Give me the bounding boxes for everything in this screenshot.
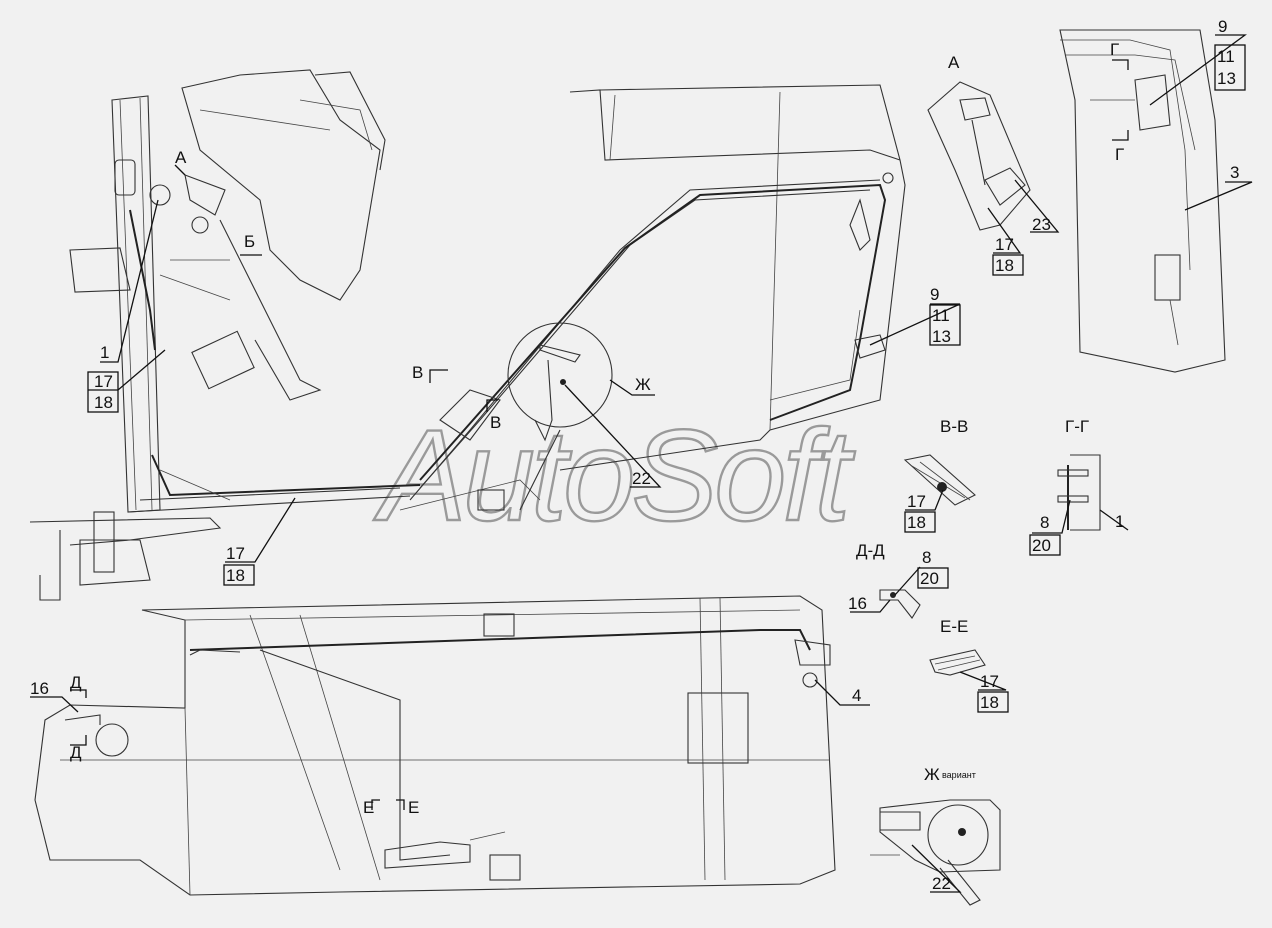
callout-20-gg: 20 bbox=[1032, 536, 1051, 555]
section-label-vv: В-В bbox=[940, 417, 968, 436]
callout-11-top: 11 bbox=[1217, 47, 1235, 66]
section-label-a-arrow: А bbox=[175, 148, 187, 167]
callout-18-vv: 18 bbox=[907, 513, 926, 532]
callout-18-floor: 18 bbox=[226, 566, 245, 585]
section-label-e-left: Е bbox=[363, 798, 374, 817]
section-label-ee: Е-Е bbox=[940, 617, 968, 636]
floor-view bbox=[34, 595, 836, 896]
section-labels: А А Б В В Ж В-В Г-Г Д-Д Е-Е Ж вариант Г … bbox=[70, 40, 1124, 817]
section-vv bbox=[903, 454, 976, 506]
callout-17-left: 17 bbox=[94, 372, 113, 391]
callout-18-detail-a: 18 bbox=[995, 256, 1014, 275]
section-label-a-main: А bbox=[948, 53, 960, 72]
section-label-d-bottom: Д bbox=[70, 743, 82, 762]
callout-13-mid: 13 bbox=[932, 327, 951, 346]
cab-right-view bbox=[399, 84, 906, 511]
section-label-e-right: Е bbox=[408, 798, 419, 817]
section-label-gg: Г-Г bbox=[1065, 417, 1089, 436]
callout-18-ee: 18 bbox=[980, 693, 999, 712]
callout-17-vv: 17 bbox=[907, 492, 926, 511]
callout-1: 1 bbox=[100, 343, 109, 362]
section-label-dd: Д-Д bbox=[856, 541, 885, 560]
callout-17-ee: 17 bbox=[980, 672, 999, 691]
callout-9-mid: 9 bbox=[930, 285, 939, 304]
section-label-g-bottom: Г bbox=[1115, 145, 1124, 164]
callout-16-dd: 16 bbox=[848, 594, 867, 613]
section-ee bbox=[929, 649, 986, 676]
detail-g-view bbox=[1059, 29, 1226, 373]
callout-13-top: 13 bbox=[1217, 69, 1236, 88]
callout-11-mid: 11 bbox=[932, 306, 950, 325]
callout-23: 23 bbox=[1032, 215, 1051, 234]
callout-16-floor: 16 bbox=[30, 679, 49, 698]
callout-22: 22 bbox=[632, 469, 651, 488]
detail-zh-circle bbox=[507, 322, 613, 428]
section-label-d-top: Д bbox=[70, 673, 82, 692]
callout-22-variant: 22 bbox=[932, 874, 951, 893]
section-label-zh: Ж bbox=[635, 375, 651, 394]
callout-1-gg: 1 bbox=[1115, 512, 1124, 531]
section-label-v-right: В bbox=[490, 413, 501, 432]
callout-labels: 1 17 18 17 18 22 9 11 13 17 18 23 9 11 1… bbox=[30, 17, 1239, 893]
callout-4: 4 bbox=[852, 686, 861, 705]
callout-3: 3 bbox=[1230, 163, 1239, 182]
callout-boxes bbox=[87, 44, 1246, 713]
section-gg bbox=[1057, 454, 1101, 531]
detail-a bbox=[927, 81, 1031, 231]
callout-8-gg: 8 bbox=[1040, 513, 1049, 532]
callout-18-left: 18 bbox=[94, 393, 113, 412]
section-label-v-left: В bbox=[412, 363, 423, 382]
watermark: AutoSoft bbox=[373, 402, 856, 548]
callout-9-top: 9 bbox=[1218, 17, 1227, 36]
section-label-variant: вариант bbox=[942, 770, 976, 780]
callout-17-detail-a: 17 bbox=[995, 235, 1014, 254]
section-label-zh-variant: Ж bbox=[924, 765, 940, 784]
cab-left-view bbox=[29, 69, 421, 601]
callout-8-dd: 8 bbox=[922, 548, 931, 567]
section-dd bbox=[879, 589, 921, 619]
section-label-g-top: Г bbox=[1110, 40, 1119, 59]
callout-20-dd: 20 bbox=[920, 569, 939, 588]
callout-17-floor: 17 bbox=[226, 544, 245, 563]
section-label-b-arrow: Б bbox=[244, 232, 255, 251]
